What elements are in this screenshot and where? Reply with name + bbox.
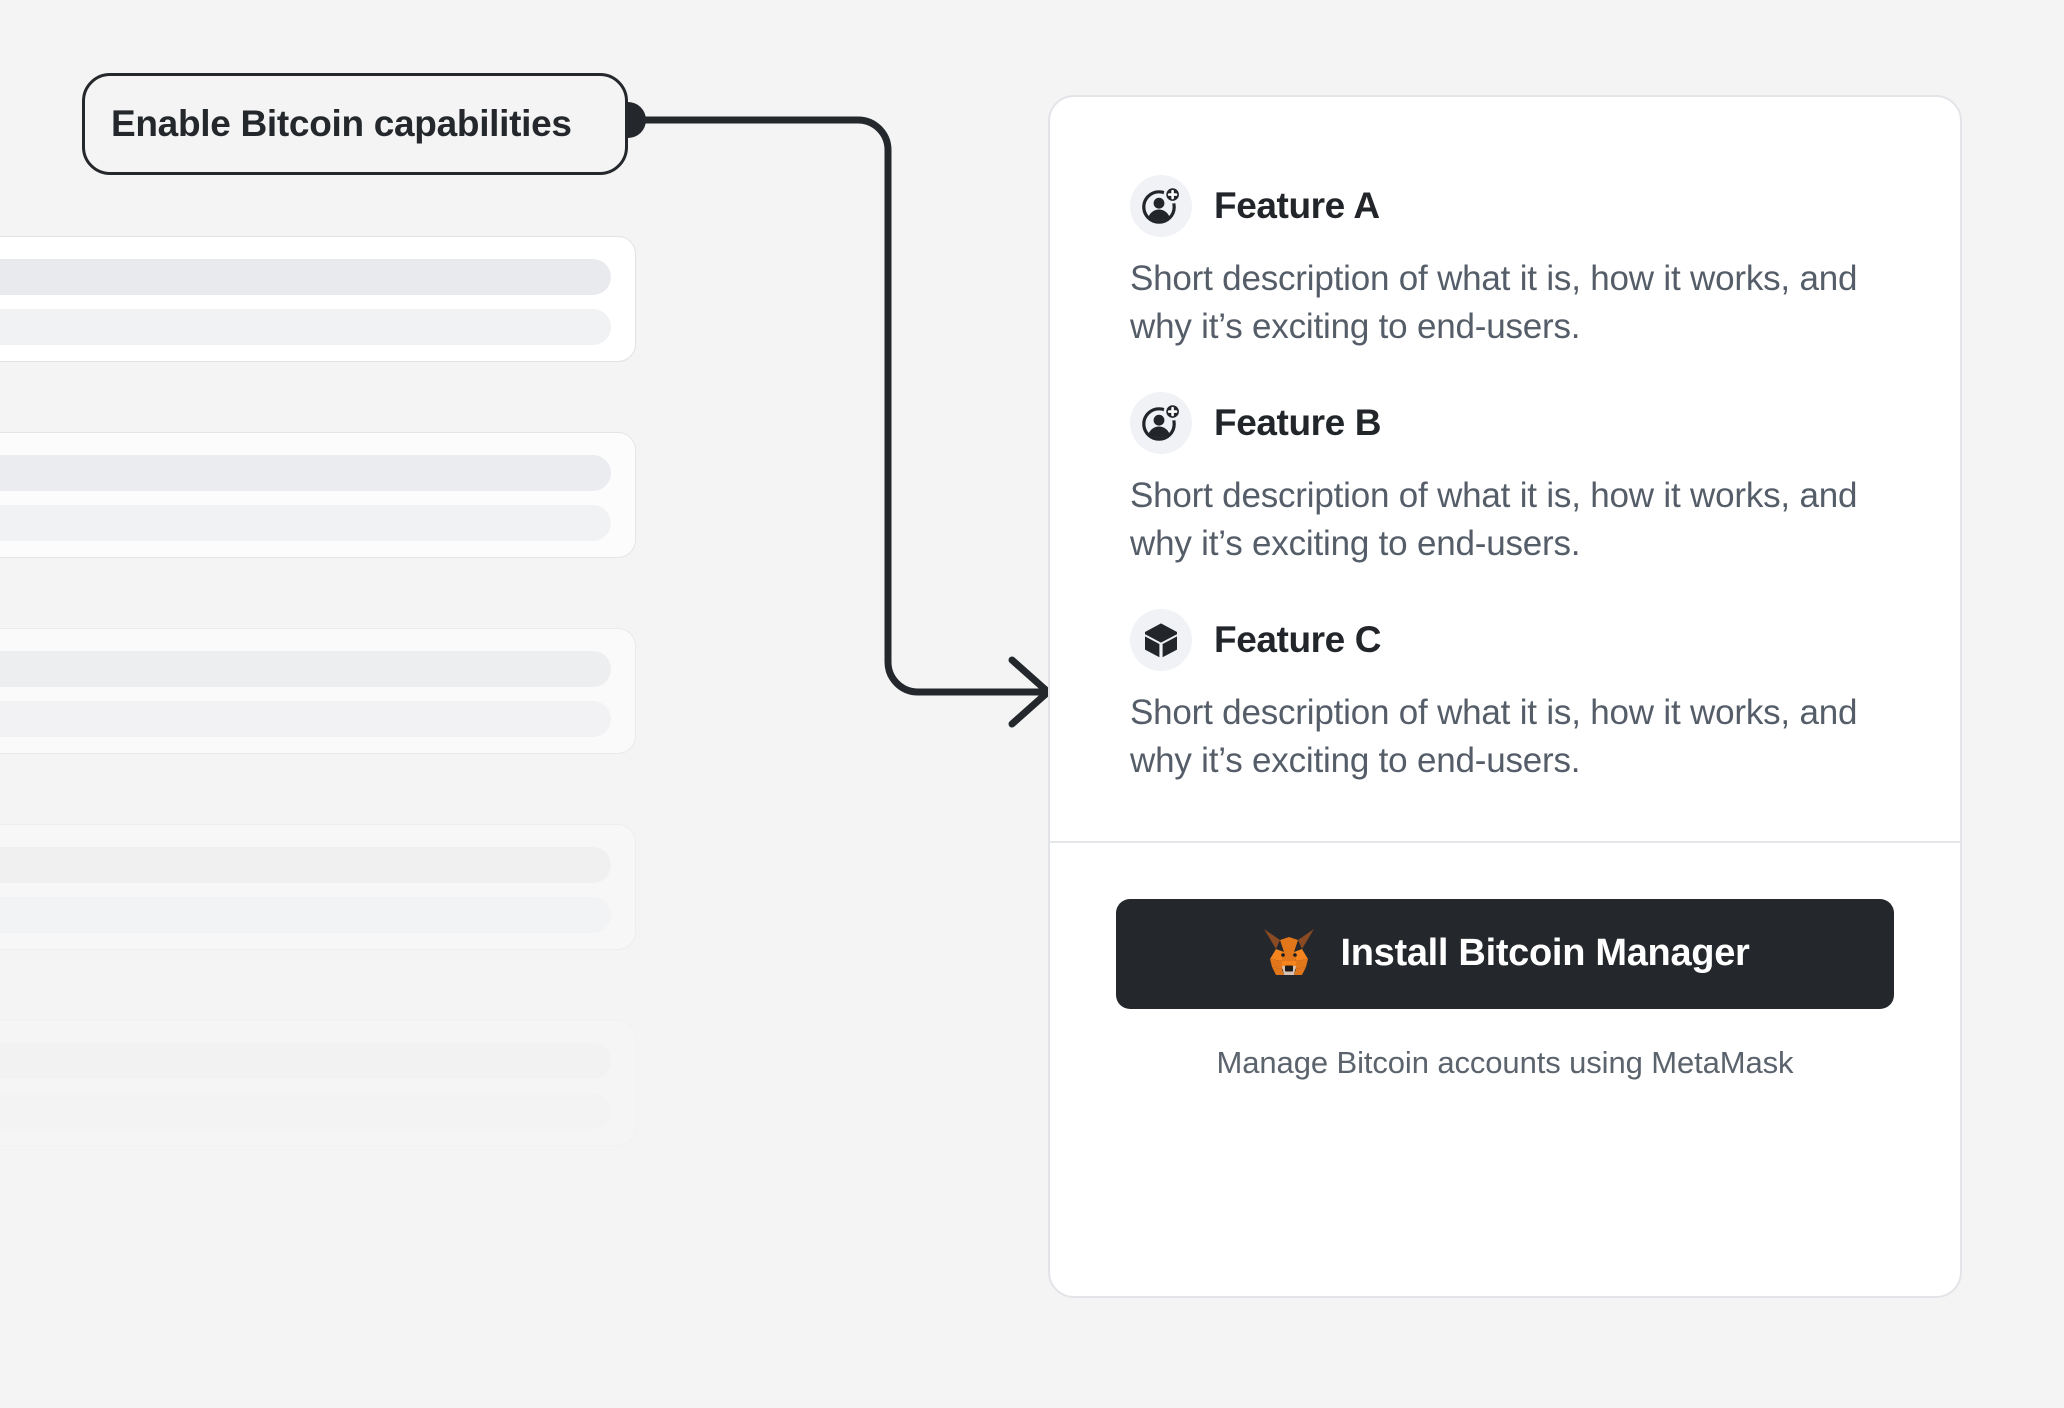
account-add-icon <box>1130 392 1192 455</box>
skeleton-bar <box>0 701 611 737</box>
skeleton-bar <box>0 897 611 933</box>
feature-item: Feature A Short description of what it i… <box>1050 175 1960 350</box>
feature-header: Feature C <box>1130 609 1914 672</box>
skeleton-bar <box>0 505 611 541</box>
feature-item: Feature C Short description of what it i… <box>1050 609 1960 784</box>
feature-title: Feature A <box>1214 185 1380 226</box>
feature-title: Feature C <box>1214 619 1382 661</box>
feature-description: Short description of what it is, how it … <box>1130 693 1858 780</box>
skeleton-card <box>0 1020 636 1146</box>
feature-header: Feature A <box>1130 175 1914 237</box>
feature-list: Feature A Short description of what it i… <box>1050 97 1960 785</box>
feature-description: Short description of what it is, how it … <box>1130 476 1858 563</box>
skeleton-bar <box>0 847 611 883</box>
skeleton-bar <box>0 455 611 491</box>
bitcoin-feature-card: Feature A Short description of what it i… <box>1048 95 1962 1298</box>
skeleton-card <box>0 432 636 558</box>
feature-title: Feature B <box>1214 402 1382 444</box>
metamask-fox-icon <box>1260 927 1318 981</box>
feature-header: Feature B <box>1130 392 1914 455</box>
annotation-callout: Enable Bitcoin capabilities <box>82 73 628 175</box>
install-bitcoin-manager-button[interactable]: Install Bitcoin Manager <box>1116 898 1894 1009</box>
feature-description: Short description of what it is, how it … <box>1130 259 1858 346</box>
card-footer: Install Bitcoin Manager Manage Bitcoin a… <box>1050 843 1960 1081</box>
annotation-label: Enable Bitcoin capabilities <box>111 103 572 144</box>
skeleton-bar <box>0 651 611 687</box>
footer-caption: Manage Bitcoin accounts using MetaMask <box>1216 1044 1794 1080</box>
account-add-icon <box>1130 175 1192 237</box>
skeleton-card <box>0 824 636 950</box>
cube-icon <box>1130 609 1192 672</box>
skeleton-card <box>0 236 636 362</box>
install-button-label: Install Bitcoin Manager <box>1340 932 1750 975</box>
skeleton-bar <box>0 1093 611 1129</box>
skeleton-bar <box>0 1043 611 1079</box>
skeleton-card <box>0 628 636 754</box>
card-divider <box>1050 840 1960 843</box>
feature-item: Feature B Short description of what it i… <box>1050 392 1960 567</box>
skeleton-bar <box>0 309 611 345</box>
skeleton-bar <box>0 259 611 295</box>
